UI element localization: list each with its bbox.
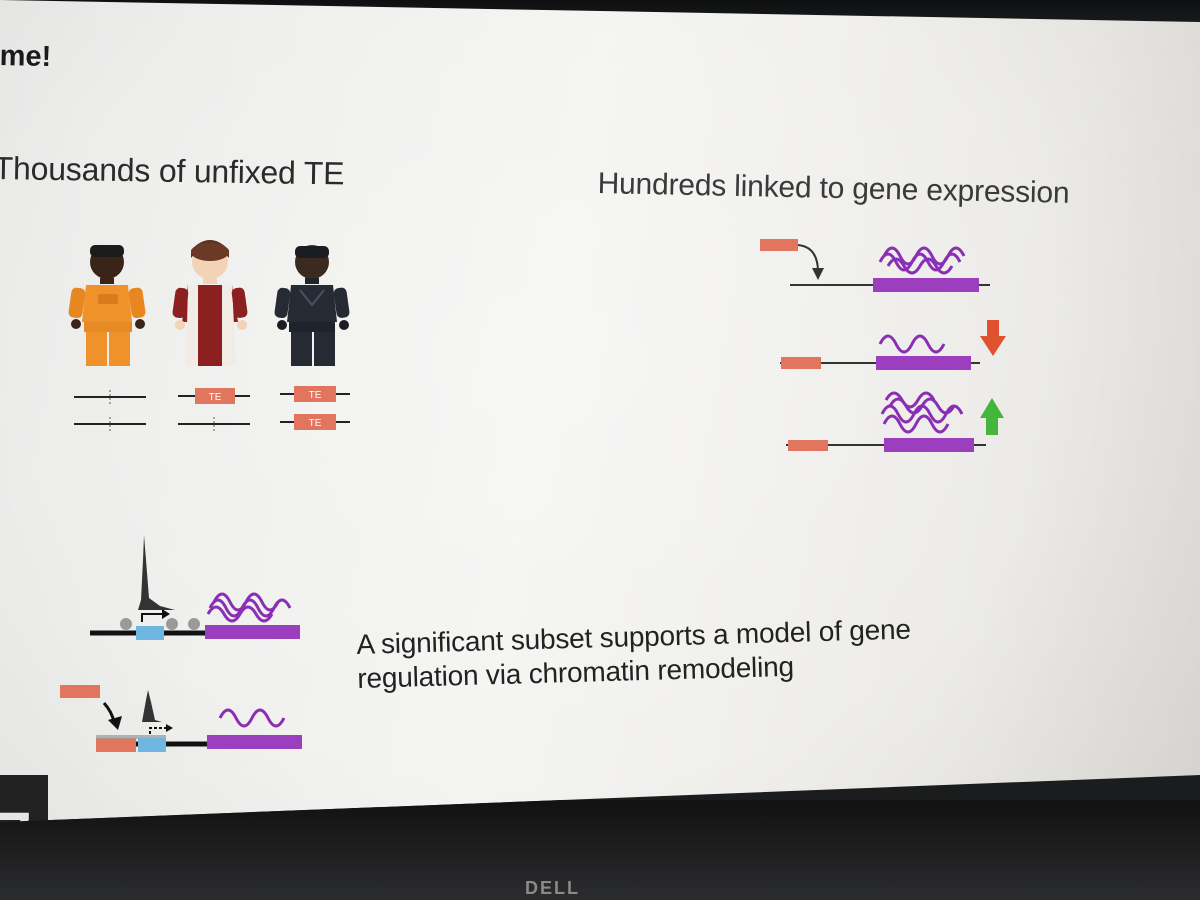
chromosome-pair-homozygous-te: TE TE	[280, 386, 350, 430]
bent-arrow-icon	[108, 716, 122, 730]
minifigure-robed-icon	[172, 240, 248, 366]
te-label: TE	[209, 392, 222, 403]
chromosome-pair-no-te	[74, 390, 146, 431]
monitor-bottom-bezel	[0, 800, 1200, 900]
bent-arrow-icon	[812, 268, 824, 280]
expression-row-increased	[786, 391, 1004, 452]
chromosome-pair-heterozygous-te: TE	[178, 388, 250, 431]
expression-row-insertion	[760, 239, 990, 292]
minifigure-panther-suit-icon	[274, 245, 350, 366]
minifigure-astronaut-icon	[68, 245, 146, 366]
te-label: TE	[309, 390, 322, 401]
chromatin-closed-row	[60, 685, 302, 752]
up-arrow-icon	[980, 398, 1004, 435]
monitor-brand-logo: DELL	[525, 878, 580, 898]
expression-row-decreased	[780, 320, 1006, 370]
down-arrow-icon	[980, 320, 1006, 356]
chromatin-open-row	[90, 535, 300, 640]
te-label: TE	[309, 418, 322, 429]
